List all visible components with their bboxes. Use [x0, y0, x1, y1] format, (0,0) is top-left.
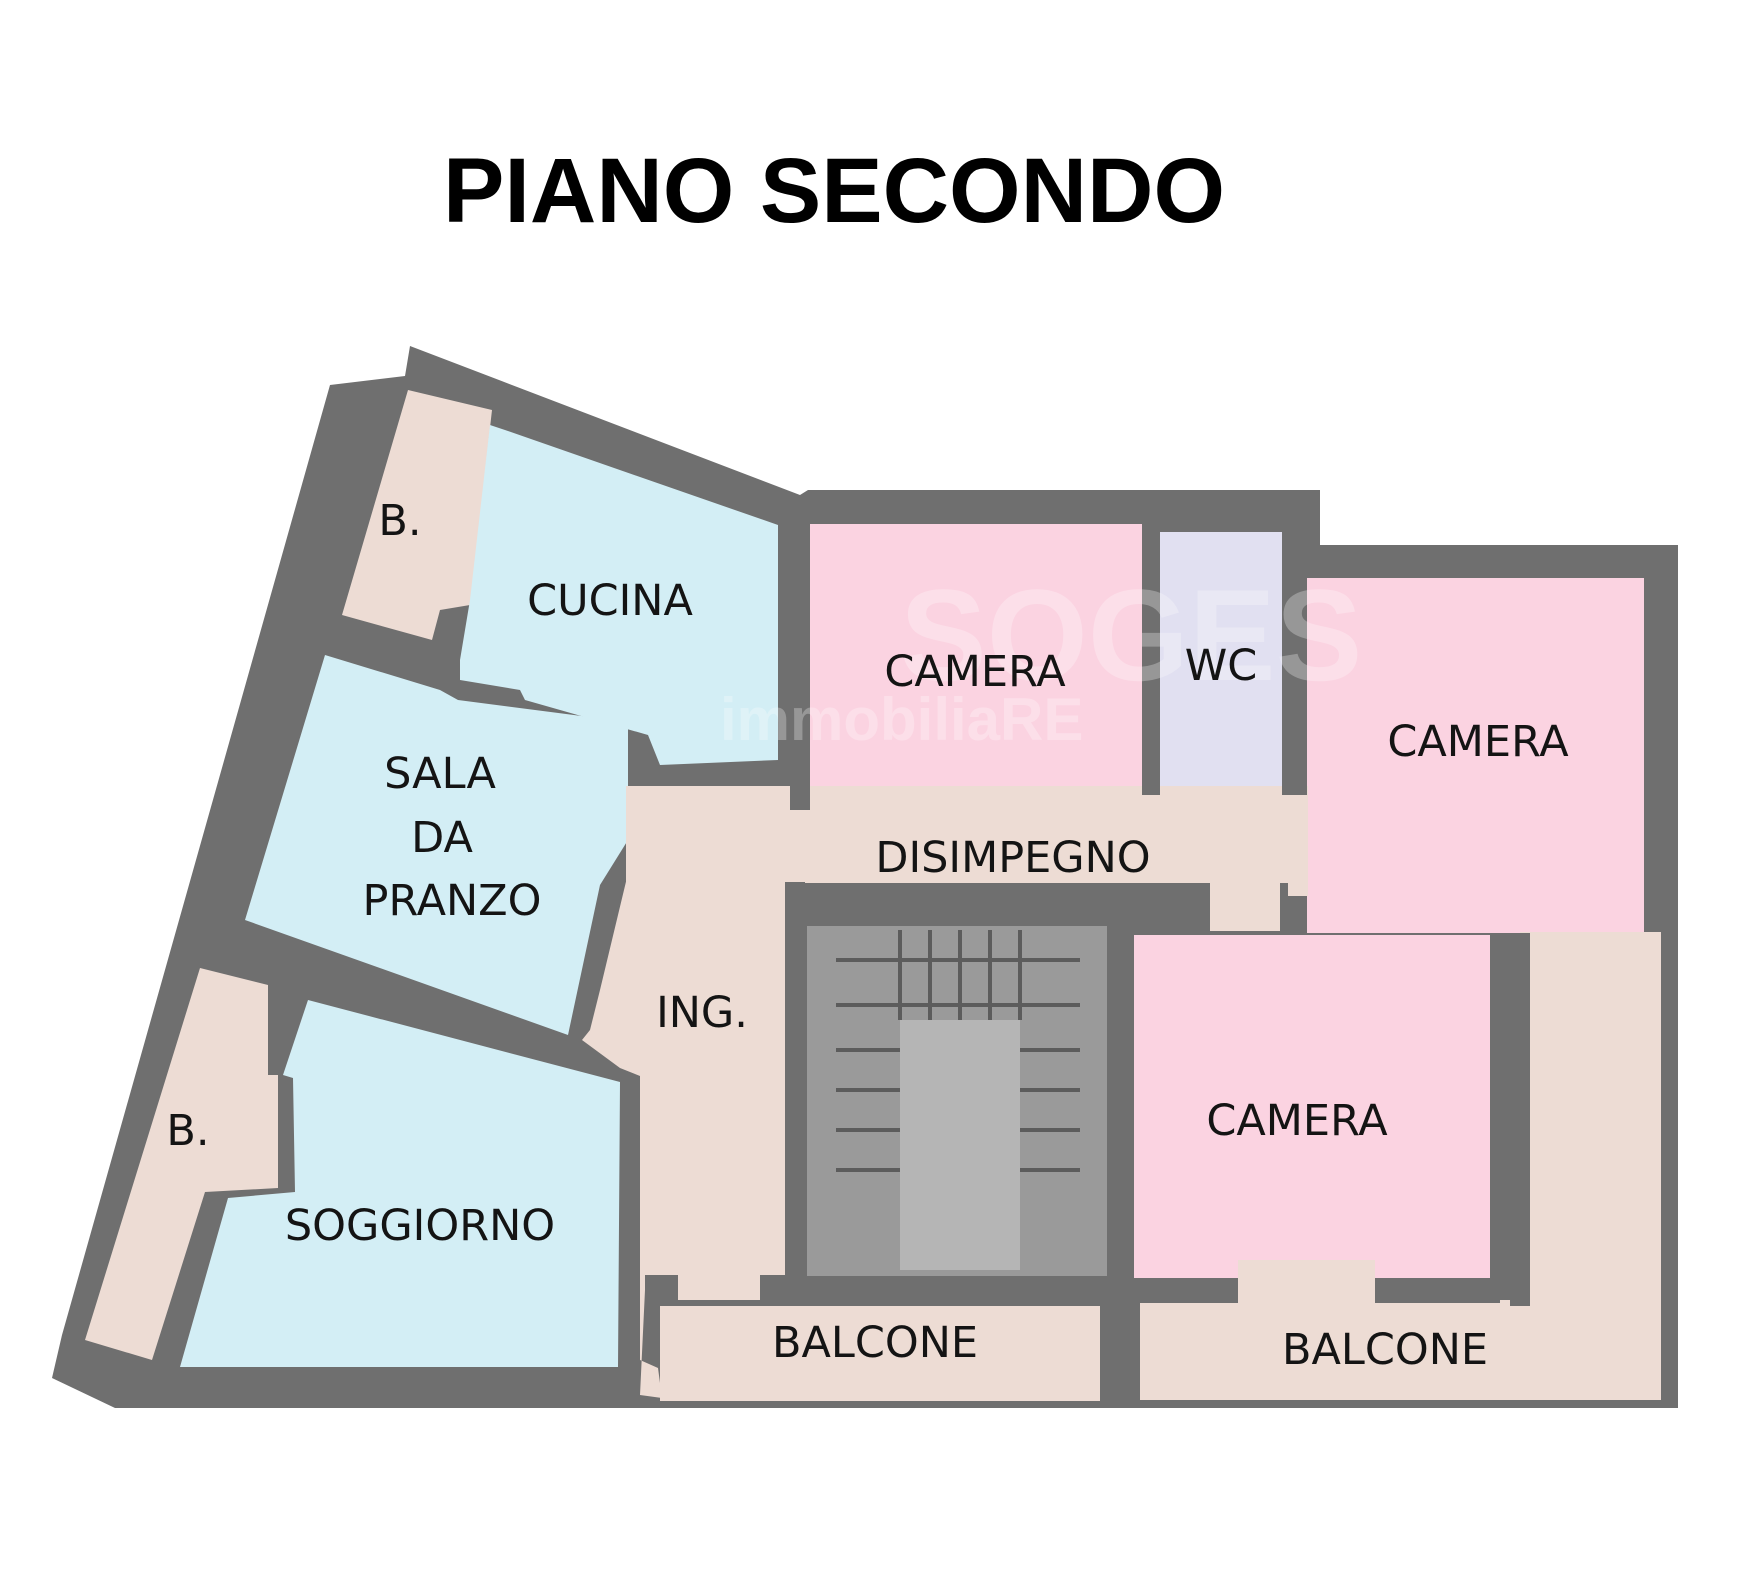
label-sala-line3: PRANZO: [363, 876, 542, 926]
interior-walls: [785, 520, 1530, 1405]
label-balcone-left: BALCONE: [772, 1318, 978, 1368]
label-balcone-right: BALCONE: [1282, 1325, 1488, 1375]
label-cucina: CUCINA: [527, 576, 693, 626]
label-sala-line2: DA: [411, 813, 473, 863]
watermark-brand: SOGES: [900, 562, 1362, 708]
room-labels: B. CUCINA SALA DA PRANZO B. SOGGIORNO CA…: [166, 496, 1569, 1375]
room-balcone-left: [660, 1306, 1100, 1401]
plan-title: PIANO SECONDO: [443, 140, 1225, 242]
room-bagno-bottom: [85, 968, 278, 1360]
room-ingresso: [582, 786, 785, 1398]
room-cucina: [460, 425, 778, 765]
room-camera-top-right: [1307, 578, 1644, 933]
label-camera-top-left: CAMERA: [884, 647, 1066, 697]
watermark-tagline: immobiliaRE: [720, 686, 1083, 753]
room-soggiorno: [180, 1000, 620, 1367]
room-sala-da-pranzo: [245, 655, 628, 1035]
room-wc: [1160, 532, 1282, 786]
rooms: [85, 390, 1661, 1401]
room-camera-top-left: [810, 524, 1142, 786]
label-soggiorno: SOGGIORNO: [285, 1201, 555, 1251]
room-bagno-top: [342, 390, 492, 640]
label-bagno-bottom: B.: [166, 1106, 209, 1156]
label-wc: WC: [1185, 641, 1258, 691]
watermark: SOGES immobiliaRE: [720, 562, 1362, 753]
label-bagno-top: B.: [378, 496, 421, 546]
staircase: [807, 926, 1107, 1276]
label-disimpegno: DISIMPEGNO: [875, 833, 1150, 883]
label-sala-line1: SALA: [384, 749, 496, 799]
label-camera-bottom: CAMERA: [1206, 1096, 1388, 1146]
label-camera-top-right: CAMERA: [1387, 717, 1569, 767]
label-ingresso: ING.: [656, 988, 748, 1038]
room-camera-bottom: [1133, 935, 1490, 1278]
